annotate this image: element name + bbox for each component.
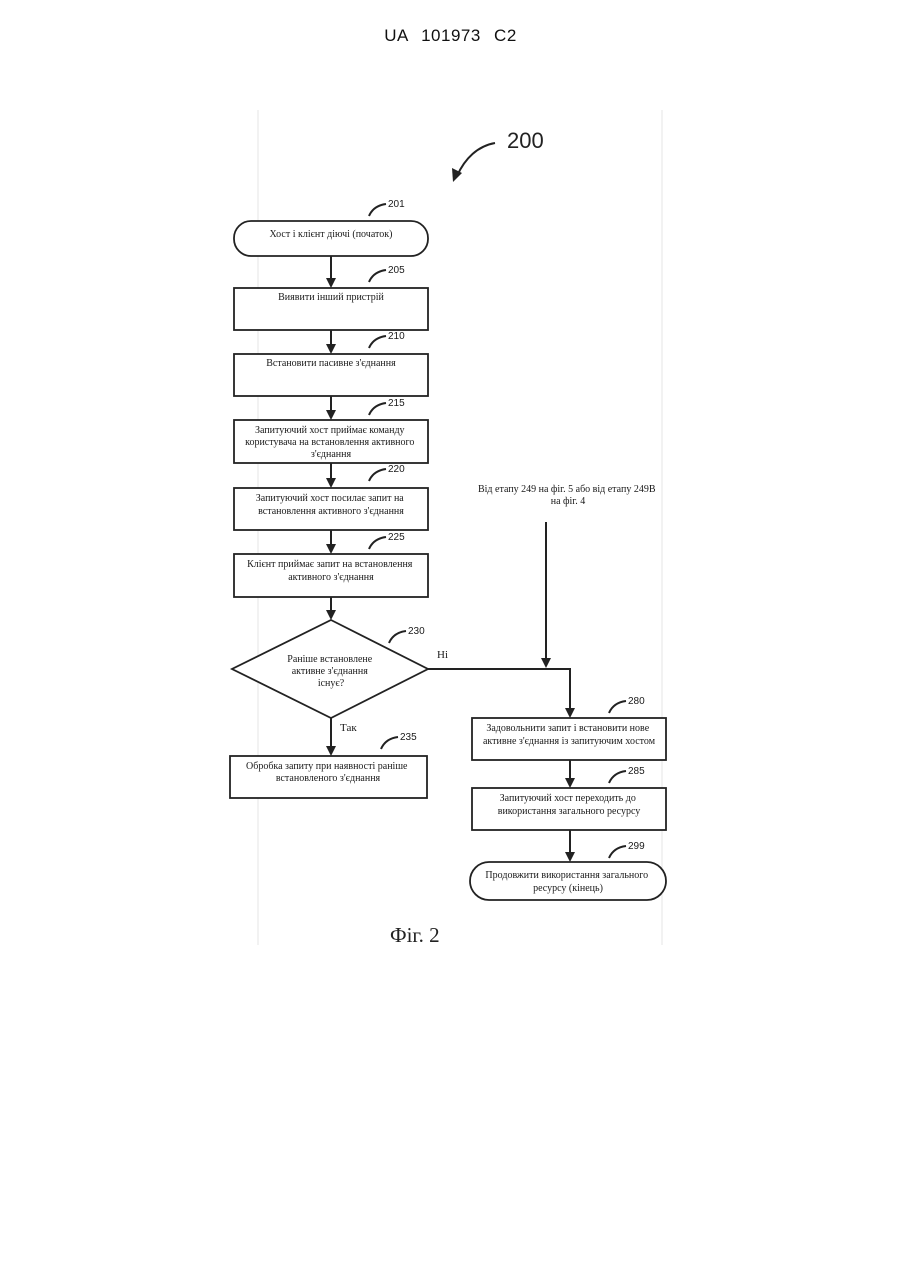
- node-210-ref-leader: [369, 336, 386, 348]
- edge-label-no: Ні: [437, 649, 448, 661]
- arrowhead-215: [326, 410, 336, 420]
- node-225-ref: 225: [388, 532, 405, 543]
- node-230-ref: 230: [408, 626, 425, 637]
- node-205-ref: 205: [388, 265, 405, 276]
- edge-label-yes: Так: [340, 722, 357, 734]
- arrowhead-235: [326, 746, 336, 756]
- arrowhead-220: [326, 478, 336, 488]
- arrowhead-299: [565, 852, 575, 862]
- node-280-ref: 280: [628, 696, 645, 707]
- arrowhead-230: [326, 610, 336, 620]
- node-210-label: Встановити пасивне з'єднання: [266, 358, 396, 369]
- node-220-ref: 220: [388, 464, 405, 475]
- external-input-arrowhead: [541, 658, 551, 668]
- node-280-ref-leader: [609, 701, 626, 713]
- node-201-ref: 201: [388, 199, 405, 210]
- node-201-label: Хост і клієнт діючі (початок): [270, 229, 393, 240]
- node-235-ref: 235: [400, 732, 417, 743]
- node-230-ref-leader: [389, 631, 406, 643]
- arrowhead-205: [326, 278, 336, 288]
- figure-caption: Фіг. 2: [390, 923, 440, 947]
- node-end-terminal: [470, 862, 666, 900]
- main-reference-number: 200: [507, 128, 544, 153]
- arrowhead-285: [565, 778, 575, 788]
- arrowhead-225: [326, 544, 336, 554]
- node-215-ref: 215: [388, 398, 405, 409]
- node-215-ref-leader: [369, 403, 386, 415]
- node-201-ref-leader: [369, 204, 386, 216]
- node-235-ref-leader: [381, 737, 398, 749]
- node-205-ref-leader: [369, 270, 386, 282]
- external-input-label: Від етапу 249 на фіг. 5 або від етапу 24…: [478, 484, 658, 507]
- node-299-ref: 299: [628, 841, 645, 852]
- node-299-ref-leader: [609, 846, 626, 858]
- node-285-ref-leader: [609, 771, 626, 783]
- arrow-230-280-no: [428, 669, 570, 710]
- node-225-ref-leader: [369, 537, 386, 549]
- node-210-ref: 210: [388, 331, 405, 342]
- node-205-label: Виявити інший пристрій: [278, 292, 384, 303]
- node-285-ref: 285: [628, 766, 645, 777]
- main-reference-arrow: [457, 143, 495, 176]
- arrowhead-210: [326, 344, 336, 354]
- arrowhead-280: [565, 708, 575, 718]
- node-220-ref-leader: [369, 469, 386, 481]
